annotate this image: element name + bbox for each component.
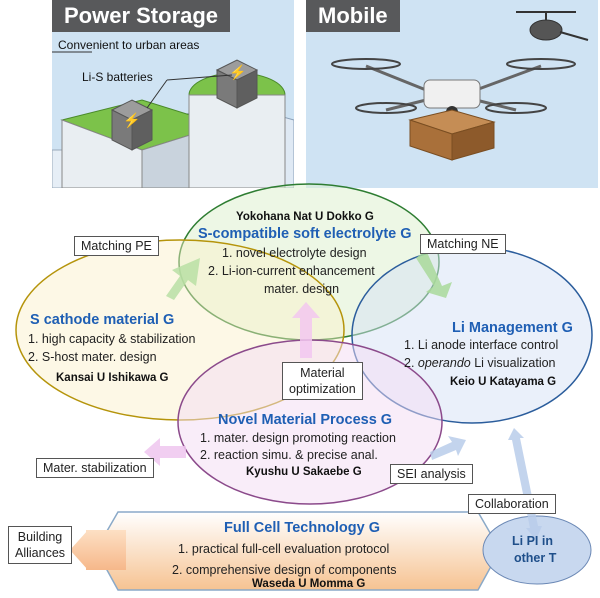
- mobile-title: Mobile: [306, 0, 400, 32]
- building-alliances-line-1: Building: [17, 530, 63, 544]
- full-cell-leader: Waseda U Momma G: [252, 578, 366, 590]
- optimization-arrow: [292, 302, 320, 358]
- cathode-title: S cathode material G: [30, 312, 175, 328]
- mobile-panel: Mobile: [306, 0, 598, 188]
- full-cell-title: Full Cell Technology G: [224, 520, 381, 536]
- process-line-2: 2. reaction simu. & precise anal.: [200, 448, 378, 462]
- power-storage-panel: Power Storage Convenient to urban areas …: [52, 0, 294, 188]
- full-cell-line-2: 2. comprehensive design of components: [172, 563, 397, 577]
- matching-ne-arrow: [416, 250, 452, 298]
- electrolyte-line-1: 1. novel electrolyte design: [222, 246, 367, 260]
- batteries-callout: Li-S batteries: [82, 70, 153, 84]
- lightning-icon: ⚡: [123, 112, 141, 128]
- li-line2-italic: operando: [417, 356, 471, 370]
- stabilization-arrow: [144, 438, 186, 466]
- material-optimization-line-2: optimization: [289, 382, 356, 396]
- li-line2-suffix: Li visualization: [470, 356, 556, 370]
- li-management-line-1: 1. Li anode interface control: [404, 338, 559, 352]
- power-storage-title: Power Storage: [52, 0, 231, 32]
- electrolyte-title: S-compatible soft electrolyte G: [198, 226, 412, 242]
- cathode-line-1: 1. high capacity & stabilization: [28, 332, 196, 346]
- building-alliances-label: Building Alliances: [8, 526, 73, 564]
- li-line2-prefix: 2.: [404, 356, 418, 370]
- collaboration-label: Collaboration: [468, 494, 556, 514]
- cathode-line-2: 2. S-host mater. design: [28, 350, 157, 364]
- li-pi-circle: [482, 515, 592, 585]
- li-management-line-2: 2. operando Li visualization: [404, 356, 556, 370]
- building-alliances-line-2: Alliances: [15, 546, 66, 560]
- li-management-title: Li Management G: [452, 320, 573, 336]
- matching-pe-arrow: [166, 258, 200, 300]
- sei-arrow: [430, 436, 466, 460]
- drone-illustration: [331, 11, 589, 161]
- li-pi-line-2: other T: [514, 551, 557, 565]
- process-line-1: 1. mater. design promoting reaction: [200, 431, 396, 445]
- matching-pe-label: Matching PE: [74, 236, 159, 256]
- material-optimization-line-1: Material: [300, 366, 345, 380]
- urban-callout: Convenient to urban areas: [58, 38, 200, 52]
- mater-stabilization-label: Mater. stabilization: [36, 458, 154, 478]
- electrolyte-line-2: 2. Li-ion-current enhancement: [208, 264, 375, 278]
- cathode-leader: Kansai U Ishikawa G: [56, 372, 169, 384]
- process-title: Novel Material Process G: [218, 412, 393, 428]
- electrolyte-line-3: mater. design: [264, 282, 340, 296]
- li-management-leader: Keio U Katayama G: [450, 376, 557, 388]
- process-leader: Kyushu U Sakaebe G: [246, 466, 362, 478]
- material-optimization-label: Material optimization: [282, 362, 363, 400]
- lightning-icon-2: ⚡: [229, 64, 247, 80]
- electrolyte-leader: Yokohana Nat U Dokko G: [236, 211, 374, 223]
- full-cell-line-1: 1. practical full-cell evaluation protoc…: [178, 542, 390, 556]
- li-pi-line-1: Li PI in: [512, 534, 553, 548]
- city-illustration: [52, 51, 294, 188]
- matching-ne-label: Matching NE: [420, 234, 506, 254]
- sei-analysis-label: SEI analysis: [390, 464, 473, 484]
